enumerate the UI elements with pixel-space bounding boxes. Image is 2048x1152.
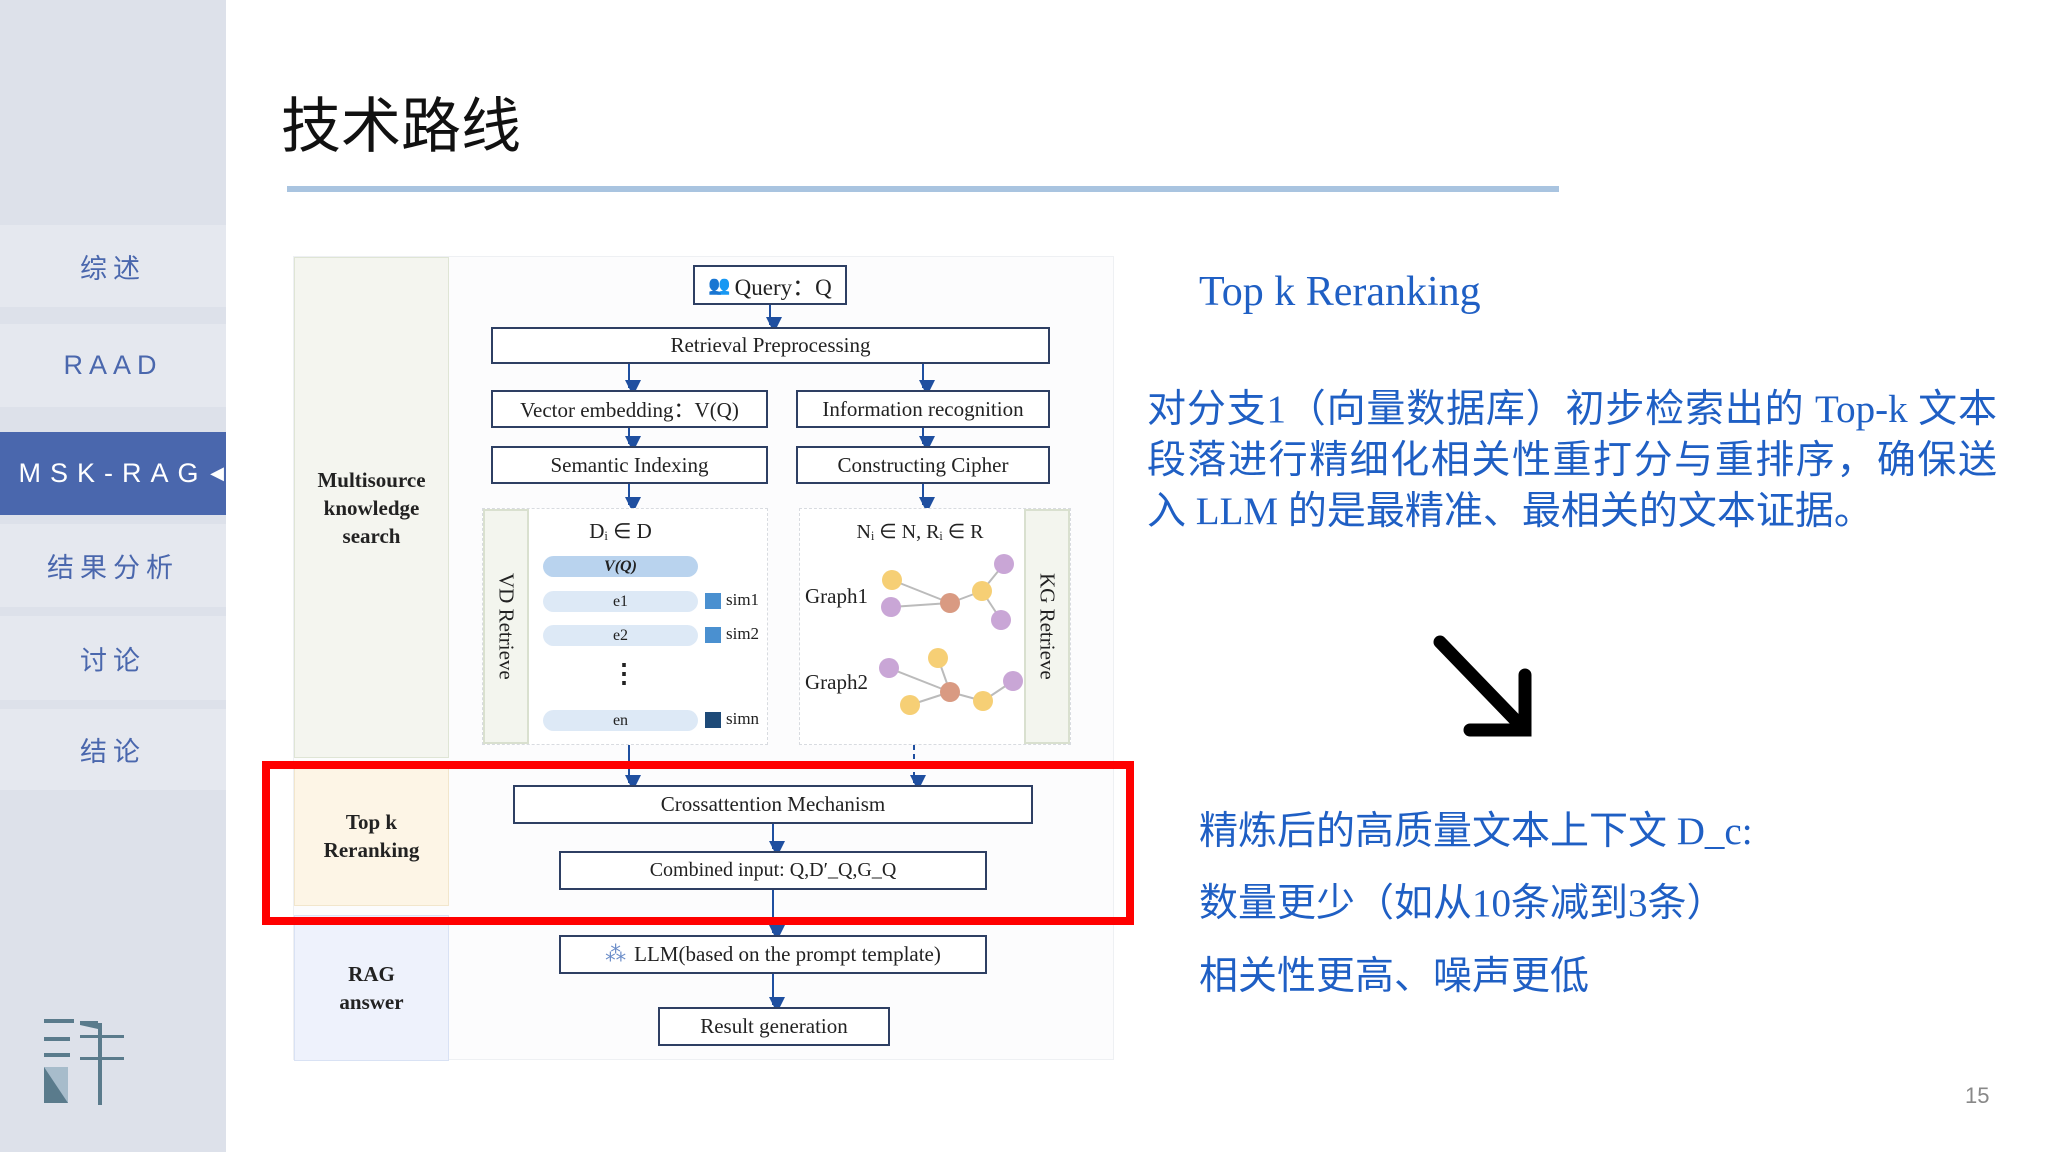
graph-node bbox=[940, 682, 960, 702]
nav-item-conclusion[interactable]: 结论 bbox=[0, 709, 226, 790]
graph-edge bbox=[891, 579, 951, 604]
outcome-line-2: 数量更少（如从10条减到3条） bbox=[1199, 882, 1726, 925]
graph-node bbox=[882, 570, 902, 590]
logo-icon bbox=[44, 1019, 124, 1105]
nav-item-overview[interactable]: 综述 bbox=[0, 225, 226, 307]
kg-retrieve-panel: KG Retrieve Nᵢ ∈ N, Rᵢ ∈ R Graph1 Graph2 bbox=[799, 508, 1071, 745]
embedding-pill: e1 bbox=[543, 591, 698, 612]
vd-retrieve-strip: VD Retrieve bbox=[483, 509, 529, 744]
nav-item-discussion[interactable]: 讨论 bbox=[0, 616, 226, 700]
nav-label: 综述 bbox=[80, 253, 146, 284]
query-label: Query：Q bbox=[734, 275, 832, 300]
sim-swatch bbox=[705, 712, 721, 728]
llm-icon: ⁂ bbox=[605, 942, 627, 966]
result-generation-box: Result generation bbox=[658, 1007, 890, 1046]
sim-label: sim1 bbox=[726, 590, 760, 609]
nav-label: RAAD bbox=[63, 350, 163, 380]
graph-node bbox=[972, 581, 992, 601]
nav-item-results[interactable]: 结果分析 bbox=[0, 524, 226, 607]
knowledge-graph-icons bbox=[879, 554, 1023, 715]
section-label-rerank: Top k Reranking bbox=[294, 765, 449, 906]
vq-pill: V(Q) bbox=[543, 556, 698, 577]
combined-input-box: Combined input: Q,D′_Q,G_Q bbox=[559, 851, 987, 890]
nav-label: 讨论 bbox=[80, 645, 146, 676]
sim-label: simn bbox=[726, 709, 760, 728]
sidebar: 综述 RAAD MSK-RAG◀ 结果分析 讨论 结论 bbox=[0, 0, 226, 1152]
sim-swatch bbox=[705, 627, 721, 643]
vd-retrieve-label: VD Retrieve bbox=[494, 573, 519, 680]
sim-swatch bbox=[705, 593, 721, 609]
section-label-search: Multisource knowledge search bbox=[294, 257, 449, 758]
title-divider bbox=[287, 186, 1559, 192]
nav-label: 结果分析 bbox=[47, 553, 179, 583]
kg-retrieve-strip: KG Retrieve bbox=[1024, 509, 1070, 744]
vd-header: Dᵢ ∈ D bbox=[589, 519, 652, 543]
outcome-line-1: 精炼后的高质量文本上下文 D_c: bbox=[1199, 810, 1753, 853]
graph-node bbox=[940, 593, 960, 613]
nav-label: MSK-RAG bbox=[18, 458, 208, 488]
constructing-cipher-box: Constructing Cipher bbox=[796, 446, 1050, 484]
page-number: 15 bbox=[1965, 1083, 1990, 1108]
graph-node bbox=[991, 610, 1011, 630]
graph-node bbox=[900, 695, 920, 715]
graph1-label: Graph1 bbox=[805, 584, 868, 608]
section-label-answer: RAG answer bbox=[294, 915, 449, 1061]
page-title: 技术路线 bbox=[281, 92, 521, 162]
llm-box: ⁂ LLM(based on the prompt template) bbox=[559, 935, 987, 974]
semantic-indexing-box: Semantic Indexing bbox=[491, 446, 768, 484]
graph-node bbox=[994, 554, 1014, 574]
graph-node bbox=[879, 658, 899, 678]
graph-edge bbox=[888, 667, 951, 693]
embedding-pill: en bbox=[543, 710, 698, 731]
nav-item-msk-rag[interactable]: MSK-RAG◀ bbox=[0, 432, 226, 515]
query-box: 👥Query：Q bbox=[693, 265, 847, 305]
graph-node bbox=[973, 691, 993, 711]
graph-node bbox=[928, 648, 948, 668]
llm-label: LLM(based on the prompt template) bbox=[634, 942, 941, 966]
graph-node bbox=[1003, 671, 1023, 691]
right-paragraph: 对分支1（向量数据库）初步检索出的 Top-k 文本段落进行精细化相关性重打分与… bbox=[1147, 388, 1997, 533]
crossattention-box: Crossattention Mechanism bbox=[513, 785, 1033, 824]
active-marker-icon: ◀ bbox=[210, 463, 224, 483]
kg-header: Nᵢ ∈ N, Rᵢ ∈ R bbox=[856, 521, 984, 543]
msk-rag-diagram: Multisource knowledge search Top k Reran… bbox=[293, 256, 1114, 1061]
vector-embedding-box: Vector embedding：V(Q) bbox=[491, 390, 768, 428]
highlight-box bbox=[262, 761, 1134, 925]
outcome-line-3: 相关性更高、噪声更低 bbox=[1199, 955, 1590, 998]
ellipsis: ⋮ bbox=[611, 659, 637, 688]
right-heading: Top k Reranking bbox=[1199, 269, 1481, 315]
vd-retrieve-panel: VD Retrieve Dᵢ ∈ D V(Q) e1 sim1 e2 sim2 … bbox=[482, 508, 768, 745]
graph2-label: Graph2 bbox=[805, 670, 868, 694]
retrieval-preprocessing-box: Retrieval Preprocessing bbox=[491, 327, 1050, 364]
user-icon: 👥 bbox=[708, 274, 731, 295]
nav-label: 结论 bbox=[80, 737, 146, 767]
sim-label: sim2 bbox=[726, 624, 760, 643]
nav-item-raad[interactable]: RAAD bbox=[0, 324, 226, 407]
kg-retrieve-label: KG Retrieve bbox=[1035, 573, 1060, 680]
graph-node bbox=[881, 597, 901, 617]
arrow-down-right-icon bbox=[1433, 635, 1532, 737]
information-recognition-box: Information recognition bbox=[796, 390, 1050, 428]
embedding-pill: e2 bbox=[543, 625, 698, 646]
